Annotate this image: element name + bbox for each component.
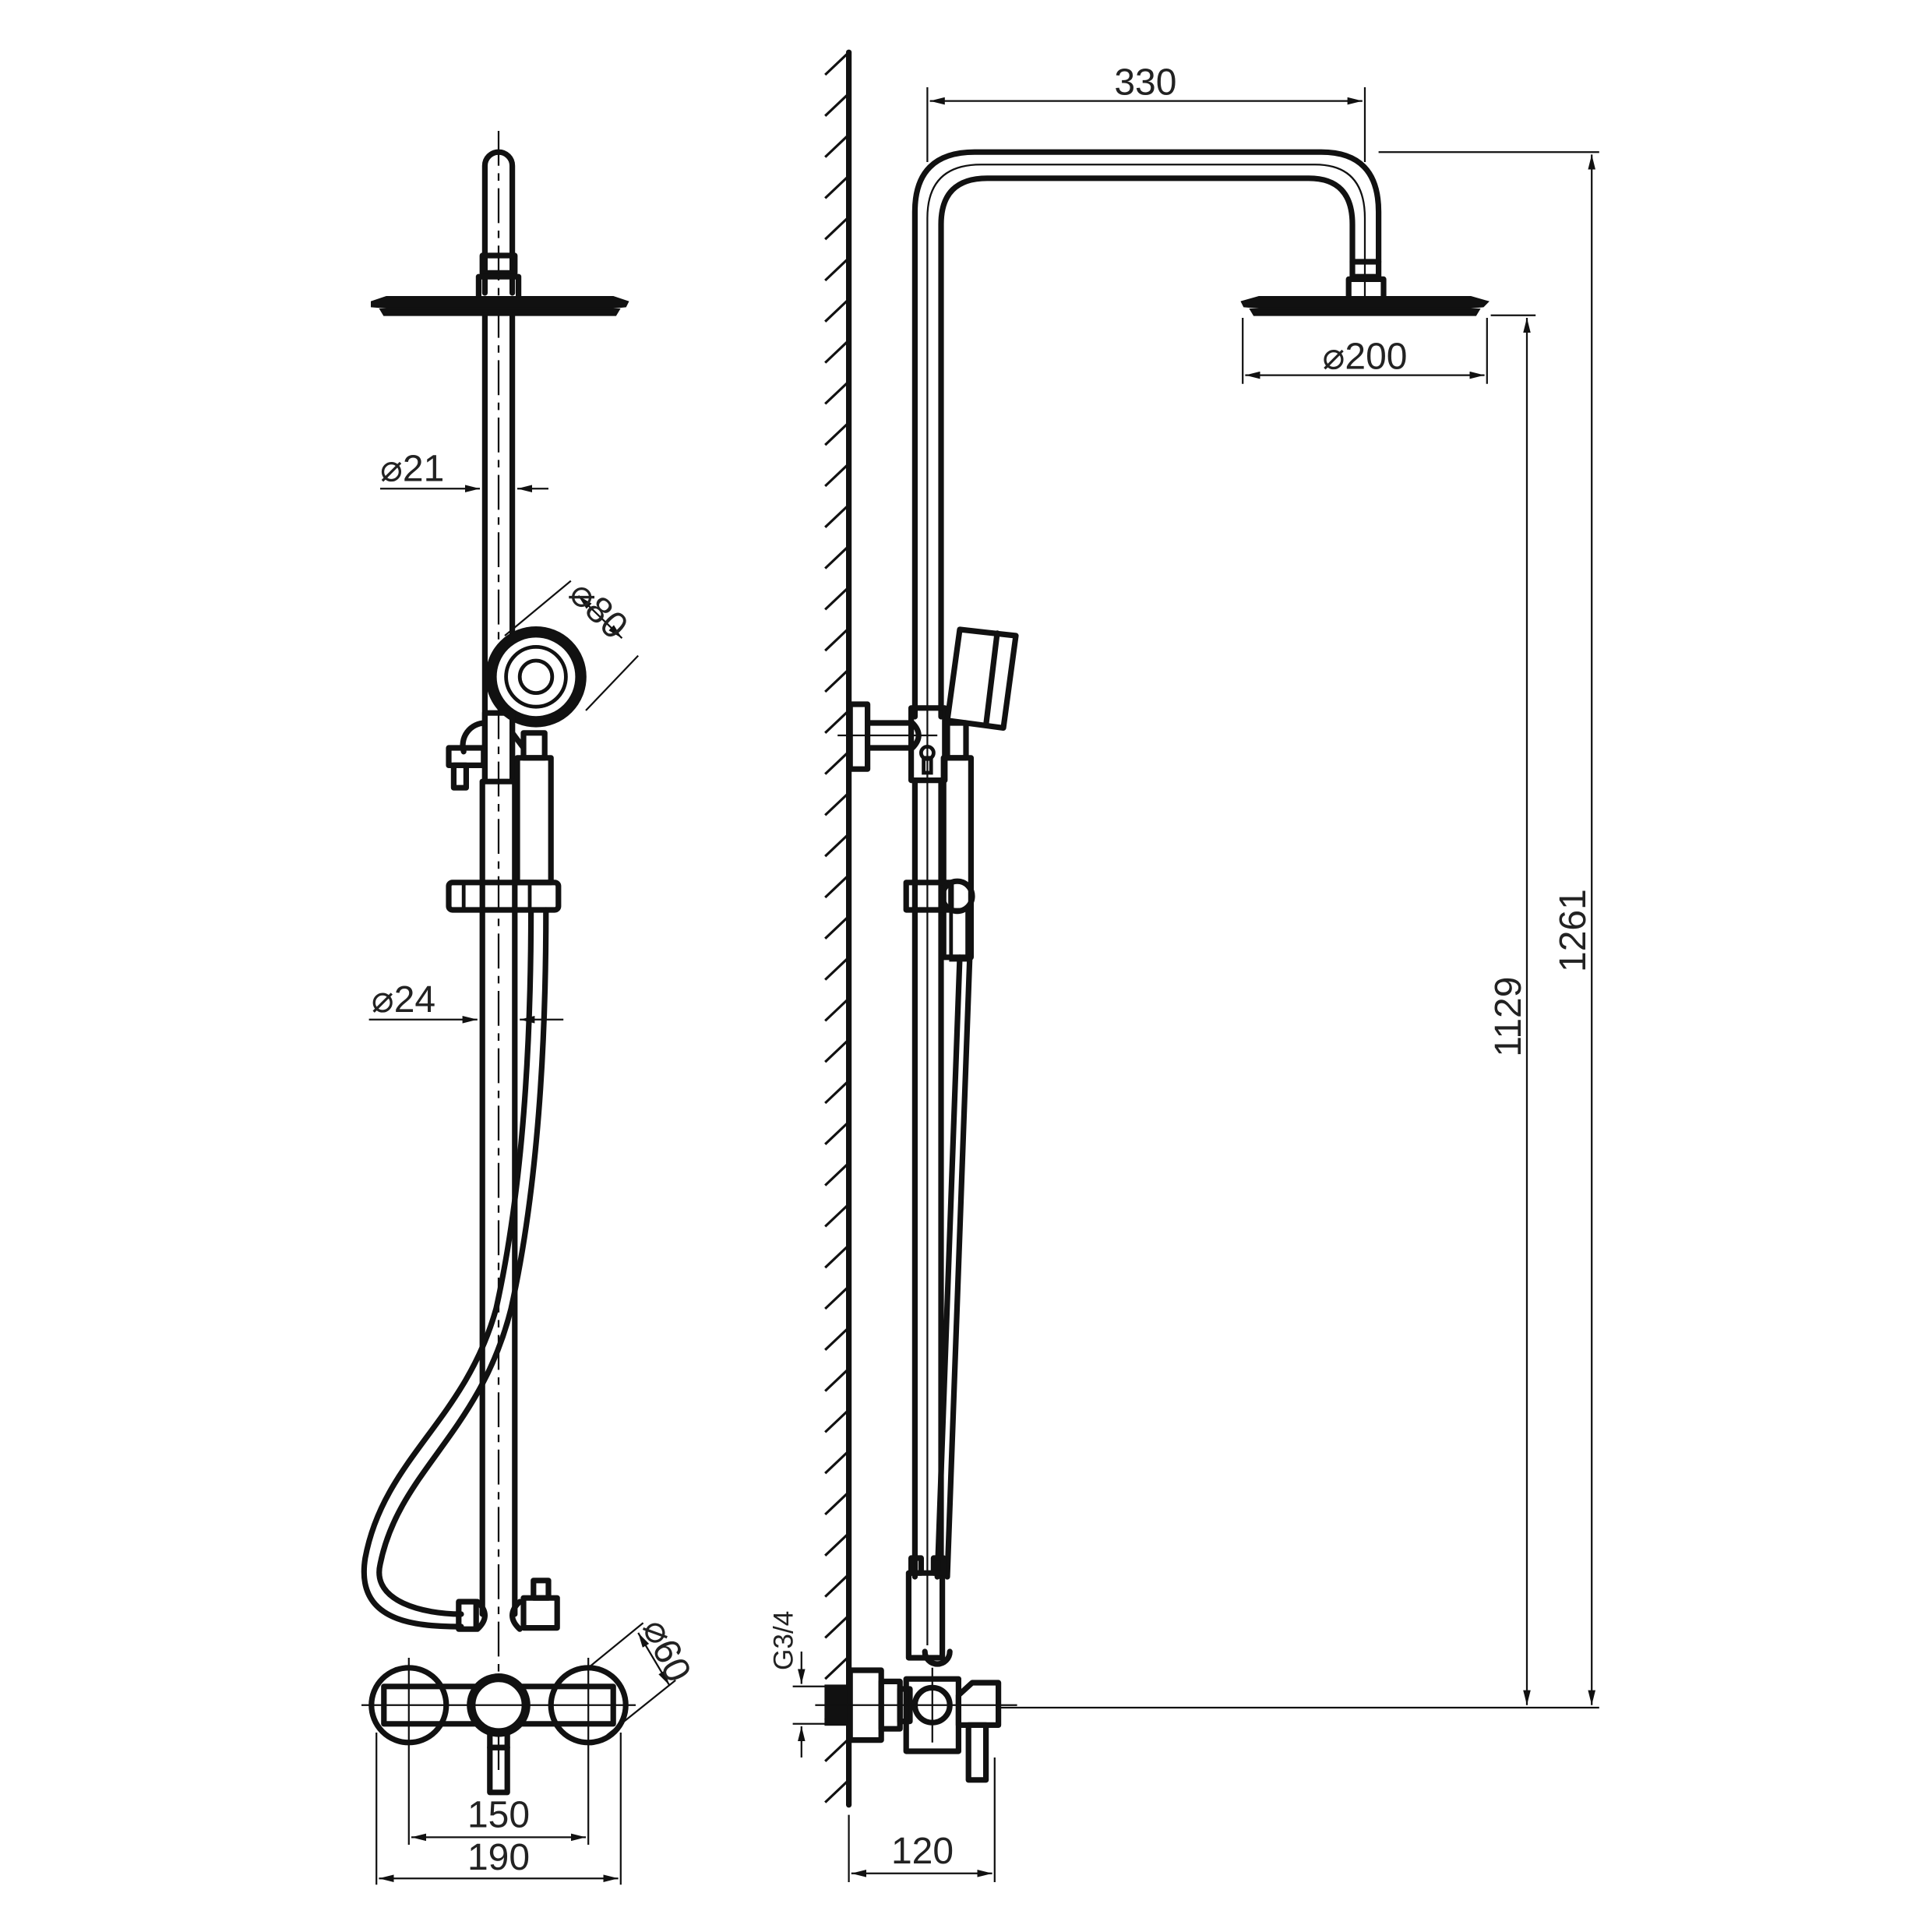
dim-label-overall-height: 1261 [1553,889,1594,972]
dim-riser-top: ⌀21 [380,449,548,493]
dim-inlet-thread: G3/4 [769,1611,826,1757]
dim-label-arm-projection: 330 [1114,62,1176,104]
dim-label-inlet-thread: G3/4 [769,1611,799,1670]
dim-label-inlet-centers: 150 [467,1795,530,1836]
rain-head-edge [371,296,629,316]
dim-arm-projection: 330 [926,62,1366,162]
dim-label-wall-flange: ⌀60 [634,1613,699,1688]
shower-arm [911,149,1382,1645]
dim-label-mixer-width: 190 [467,1837,530,1878]
dim-label-riser-bottom: ⌀24 [372,979,435,1021]
hand-shower-face [485,626,587,728]
slider-bracket [446,880,562,913]
dim-label-riser-top: ⌀21 [380,449,444,490]
dim-label-head-height: 1129 [1488,977,1529,1057]
wall-bracket [837,701,948,784]
rain-head-side [1240,296,1490,316]
dim-mixer-depth: 120 [848,1757,996,1882]
wall-hatch [824,49,852,1808]
mixer-side [815,1667,1017,1783]
dim-label-mixer-depth: 120 [891,1831,954,1872]
dim-mixer-width: 190 [375,1733,622,1885]
dim-head-diameter: ⌀200 [1242,318,1488,384]
dim-inlet-centers: 150 [411,1795,586,1842]
dim-head-height: 1129 [1488,314,1536,1705]
side-view: 330 ⌀200 1129 1261 [769,49,1599,1882]
dim-overall-height: 1261 [997,151,1599,1709]
dim-riser-bottom: ⌀24 [368,979,564,1024]
dim-label-head-diameter: ⌀200 [1323,337,1408,378]
dim-label-hand-shower: ⌀80 [561,573,636,647]
front-view: ⌀21 ⌀80 [361,131,699,1885]
